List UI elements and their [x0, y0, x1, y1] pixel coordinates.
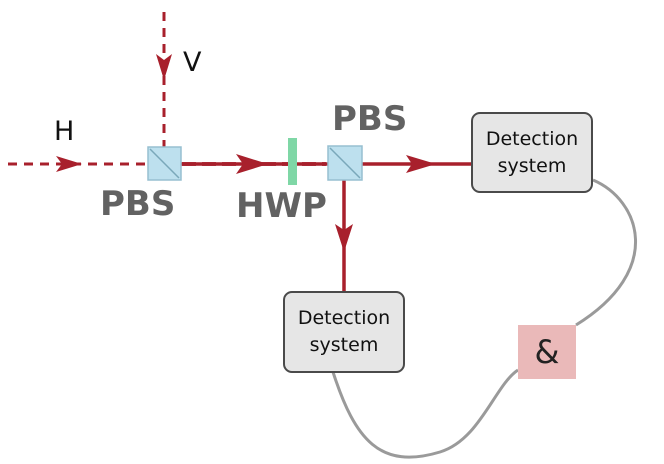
horizontal-input-arrow [56, 156, 82, 172]
half-wave-plate [288, 138, 297, 185]
detection-system-top-right: Detection system [471, 112, 593, 193]
hwp-label: HWP [236, 186, 327, 226]
pbs-1-label: PBS [100, 184, 176, 224]
detector-top-line-1: Detection [485, 127, 579, 150]
reflected-beam-arrow [335, 224, 353, 252]
combined-beam-arrow [236, 154, 268, 174]
vertical-input-arrow [156, 54, 172, 80]
detector-bottom-line-2: system [309, 334, 379, 356]
pbs-2-label: PBS [332, 99, 408, 139]
and-symbol: & [534, 333, 560, 371]
pbs-2 [327, 145, 363, 181]
coincidence-and-gate: & [518, 325, 576, 379]
cable-top-detector-to-and [575, 178, 637, 327]
detector-bottom-line-1: Detection [297, 307, 391, 329]
detector-top-line-2: system [497, 154, 567, 177]
pbs-1 [147, 146, 182, 181]
detection-system-bottom: Detection system [283, 291, 405, 373]
transmitted-beam-arrow [406, 155, 436, 173]
vertical-polarization-label: V [183, 47, 202, 78]
horizontal-polarization-label: H [54, 116, 75, 147]
cable-bottom-detector-to-and [331, 368, 519, 459]
